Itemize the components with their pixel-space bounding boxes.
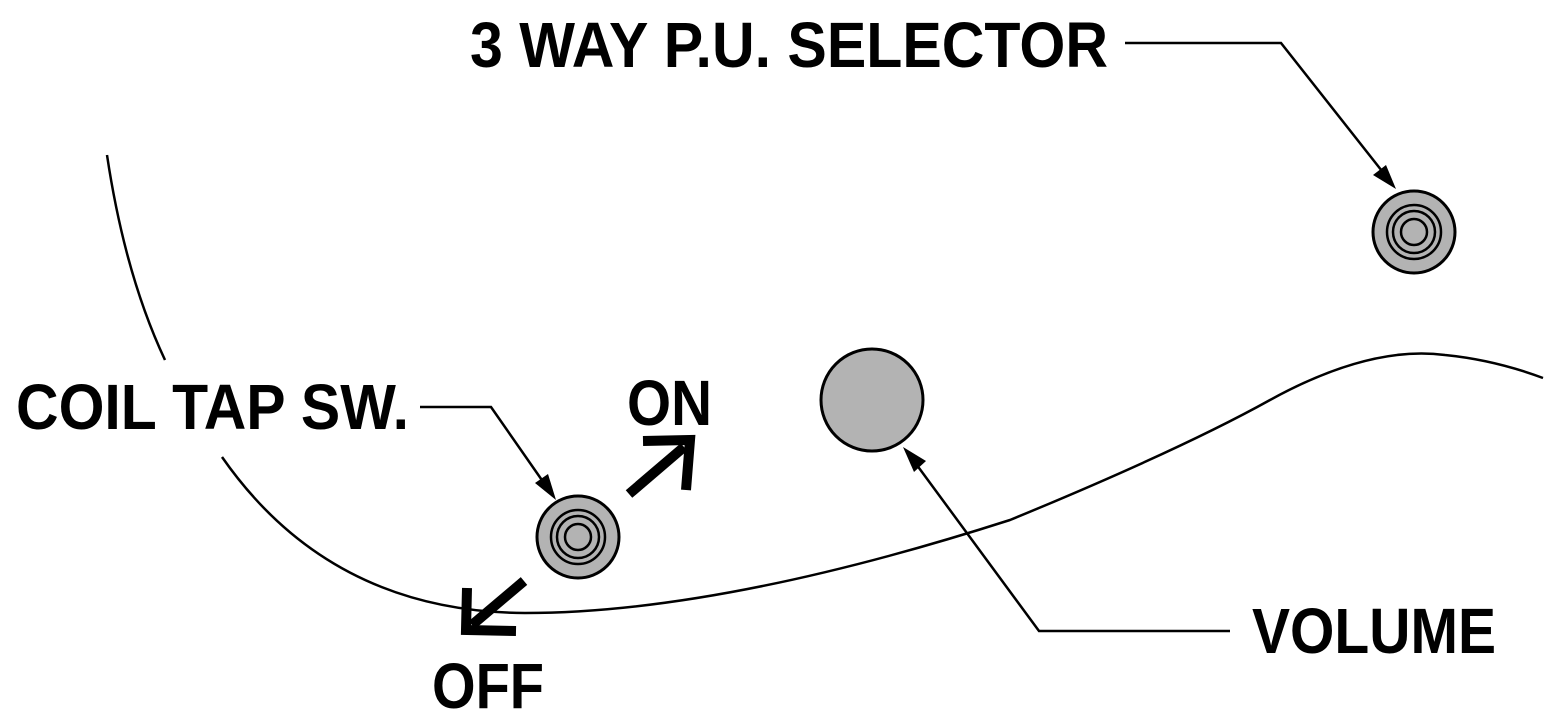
leader-lines	[420, 41, 1394, 633]
selector-knob[interactable]	[1371, 189, 1457, 275]
selector-label: 3 WAY P.U. SELECTOR	[470, 9, 1108, 81]
leader-arrowheads	[535, 165, 1396, 500]
volume-label: VOLUME	[1252, 595, 1496, 667]
selector-arrowhead	[1373, 165, 1396, 189]
on-label: ON	[627, 367, 712, 439]
coil-tap-leader-line	[420, 405, 555, 497]
coil-tap-arrowhead	[535, 474, 556, 500]
off-arrow-head	[460, 587, 517, 636]
off-direction-arrow	[460, 577, 528, 636]
volume-knob[interactable]	[819, 347, 925, 453]
body-edge-lower	[220, 352, 1544, 615]
on-arrow-shaft	[625, 443, 688, 498]
coil-tap-knob-center	[563, 522, 593, 552]
volume-arrowhead	[903, 447, 926, 472]
coil-tap-switch-knob[interactable]	[535, 494, 621, 580]
coil-tap-label: COIL TAP SW.	[16, 371, 409, 443]
off-label: OFF	[432, 650, 544, 722]
volume-leader-line	[906, 452, 1230, 633]
on-direction-arrow	[625, 434, 696, 498]
selector-knob-center	[1399, 217, 1429, 247]
on-arrow-head	[642, 434, 696, 491]
off-arrow-shaft	[468, 577, 528, 629]
selector-leader-line	[1125, 41, 1394, 186]
body-outline	[105, 154, 1544, 615]
body-edge-upper-left	[105, 154, 167, 361]
